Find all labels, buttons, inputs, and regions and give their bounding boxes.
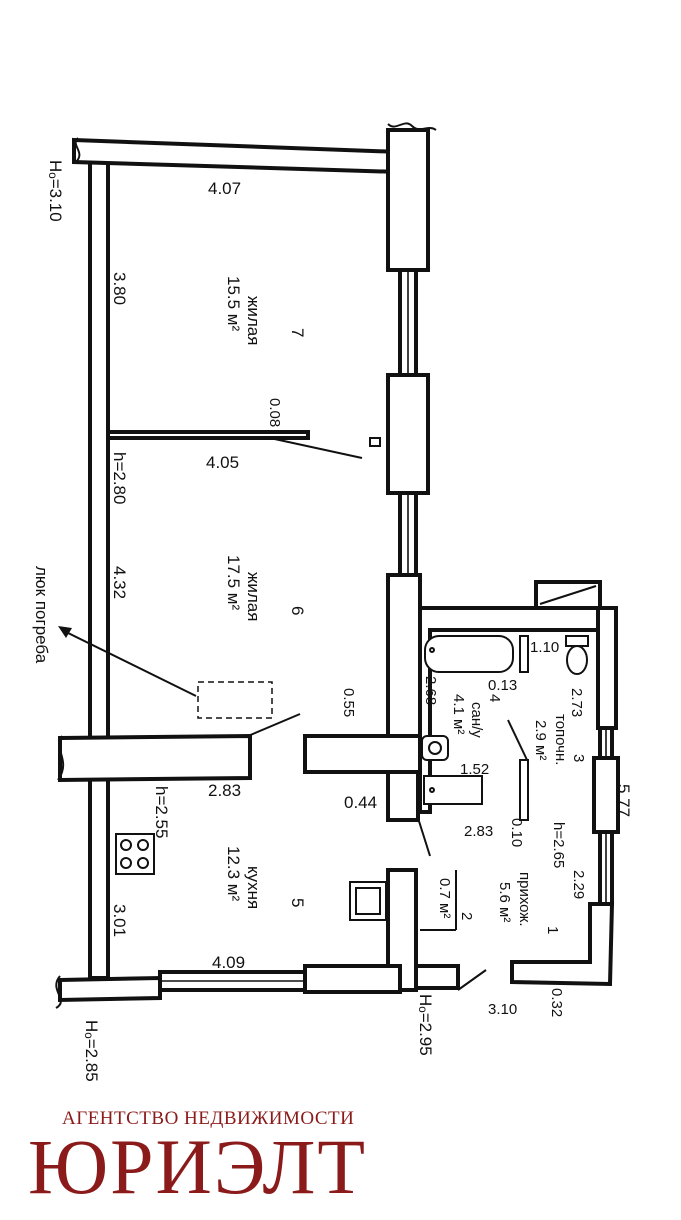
wall-break-mid-left <box>57 735 65 781</box>
room4-number: 4 <box>486 694 503 702</box>
inner-wall-step <box>303 734 422 774</box>
height-h0-top: Hₒ=3.10 <box>46 160 65 222</box>
room1-name: прихож. <box>516 872 533 927</box>
cellar-pointer <box>61 629 197 697</box>
outer-wall-bottom <box>58 975 162 1003</box>
room3-area: 2.9 м² <box>532 720 549 760</box>
room7-number: 7 <box>288 328 307 337</box>
dim-110: 1.10 <box>530 639 559 656</box>
room1-area: 5.6 м² <box>496 882 513 922</box>
outer-wall-bottom-right <box>303 964 402 994</box>
height-kitchen: h=2.55 <box>152 786 171 838</box>
dim-577: 5.77 <box>614 784 633 817</box>
dim-044: 0.44 <box>344 793 377 812</box>
agency-caption: АГЕНТСТВО НЕДВИЖИМОСТИ <box>62 1108 355 1129</box>
dim-152: 1.52 <box>460 761 489 778</box>
outer-wall-right-block <box>592 756 620 834</box>
toilet-bowl <box>566 645 588 675</box>
outer-wall-top <box>72 137 402 175</box>
outer-wall-left <box>88 156 110 980</box>
room7-name: жилая <box>244 296 263 345</box>
dim-013: 0.13 <box>488 677 517 694</box>
dim-229: 2.29 <box>570 870 587 899</box>
cellar-hatch-label: люк погреба <box>32 566 51 664</box>
dim-055: 0.55 <box>340 688 357 717</box>
dim-268: 2.68 <box>422 676 439 705</box>
room5-area: 12.3 м² <box>224 846 243 901</box>
dim-032: 0.32 <box>548 988 565 1017</box>
floor-plan: 7 жилая 15.5 м² 6 жилая 17.5 м² 5 кухня … <box>32 122 633 1082</box>
room5-number: 5 <box>288 898 307 907</box>
washing-area <box>423 775 483 805</box>
outer-wall-right-upper <box>386 128 430 272</box>
toilet-tank <box>565 635 589 647</box>
sink-bath <box>421 735 449 761</box>
outer-wall-right-lower <box>596 606 618 730</box>
room1-number: 1 <box>544 926 561 934</box>
room7-area: 15.5 м² <box>224 276 243 331</box>
dim-407: 4.07 <box>208 179 241 198</box>
dim-010: 0.10 <box>508 818 525 847</box>
partition-6-5 <box>58 733 252 783</box>
dim-409: 4.09 <box>212 953 245 972</box>
partition-7-6 <box>106 430 310 440</box>
dim-432: 4.32 <box>110 566 129 599</box>
dim-310: 3.10 <box>488 1001 517 1018</box>
wall-break-top-left <box>74 137 81 163</box>
dim-301: 3.01 <box>110 904 129 937</box>
height-hall: h=2.65 <box>550 822 567 868</box>
brand-logo-text: ЮРИЭЛТ <box>28 1123 368 1210</box>
height-h0-bottom-left: Hₒ=2.85 <box>82 1020 101 1082</box>
bathtub <box>424 635 514 673</box>
cellar-hatch <box>197 681 273 719</box>
wc-block <box>414 964 460 990</box>
room6-area: 17.5 м² <box>224 555 243 610</box>
inner-wall-right-6 <box>386 573 422 742</box>
dim-405: 4.05 <box>206 453 239 472</box>
room2-area: 0.7 м² <box>436 878 453 918</box>
room3-name: топочн. <box>552 714 569 765</box>
room2-number: 2 <box>458 912 475 920</box>
height-room6: h=2.80 <box>110 452 129 504</box>
dim-283-kitchen: 2.83 <box>208 781 241 800</box>
outer-wall-right-mid <box>386 373 430 495</box>
dim-283-bath: 2.83 <box>464 823 493 840</box>
stove <box>115 833 155 875</box>
dim-008: 0.08 <box>266 398 283 427</box>
height-h0-bottom: Hₒ=2.95 <box>416 994 435 1056</box>
room4-name: сан/у <box>468 702 485 738</box>
room5-name: кухня <box>244 866 263 909</box>
dim-273: 2.73 <box>568 688 585 717</box>
room6-number: 6 <box>288 606 307 615</box>
room4-area: 4.1 м² <box>450 694 467 734</box>
outer-wall-corner-br <box>510 902 615 987</box>
dim-380: 3.80 <box>110 272 129 305</box>
wall-break-bottom-left <box>55 975 62 1009</box>
inner-wall-block-044 <box>386 770 420 822</box>
room6-name: жилая <box>244 572 263 621</box>
room3-number: 3 <box>570 754 587 762</box>
